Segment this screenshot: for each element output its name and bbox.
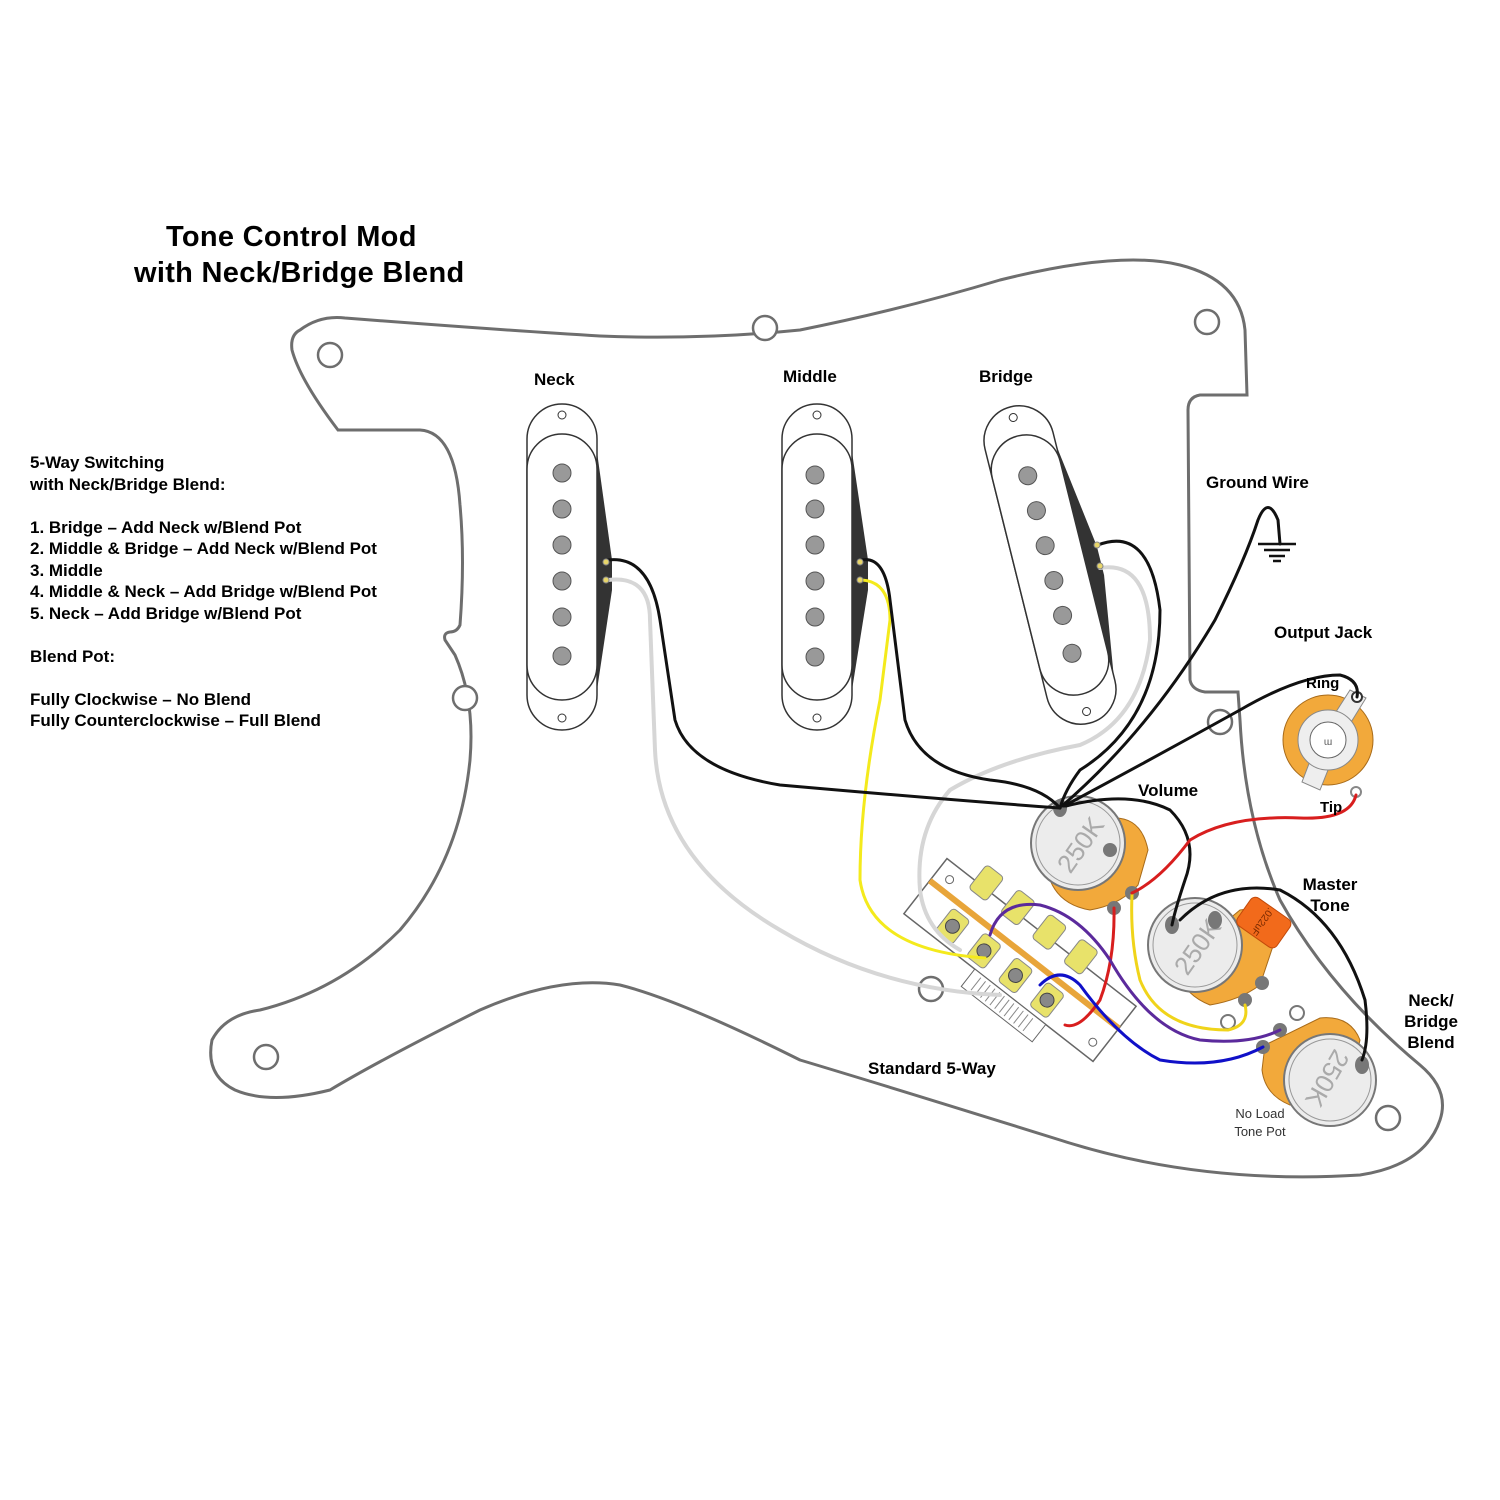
wire-purple: [988, 902, 1282, 1043]
screw-hole: [451, 684, 479, 712]
wire-ground: [1060, 506, 1282, 808]
diagram-title-line1: Tone Control Mod: [166, 221, 417, 253]
ground-symbol-icon: [1258, 542, 1296, 563]
volume-pot: 250K: [1030, 795, 1149, 915]
wire-red-switch: [1063, 906, 1116, 1028]
label-bridge-pickup: Bridge: [979, 367, 1033, 386]
pole-piece: [1062, 643, 1082, 663]
label-no-load-tone-pot: No Load Tone Pot: [1222, 1105, 1298, 1141]
pole-piece: [552, 535, 572, 555]
wire-blue: [1038, 973, 1265, 1065]
bridge-pickup: [983, 405, 1117, 725]
wire-neck-black: [606, 558, 1062, 810]
screw-hole: [1193, 308, 1221, 336]
solder-points: [602, 541, 1104, 584]
label-blend-line1: Neck/: [1408, 991, 1454, 1010]
label-tip: Tip: [1320, 799, 1343, 816]
wire-tip-red: [1130, 793, 1358, 895]
pole-piece: [805, 535, 825, 555]
pole-piece: [552, 607, 572, 627]
blend-rule: Fully Clockwise – No Blend: [30, 689, 252, 709]
wires: [606, 506, 1369, 1065]
pole-piece: [552, 463, 572, 483]
pole-piece: [805, 499, 825, 519]
pole-piece: [552, 499, 572, 519]
pole-piece: [805, 607, 825, 627]
diagram-title-line2: with Neck/Bridge Blend: [134, 257, 465, 289]
screw-hole: [1374, 1104, 1402, 1132]
label-master-tone: Master Tone: [1295, 874, 1365, 916]
label-ring: Ring: [1306, 675, 1340, 692]
wire-bridge-black: [1058, 539, 1162, 810]
pole-piece: [1053, 605, 1073, 625]
capacitor: .022uF: [1236, 896, 1292, 949]
pole-piece: [1044, 571, 1064, 591]
pole-piece: [805, 465, 825, 485]
switch-position: 3. Middle: [30, 560, 103, 580]
wire-yellow-tone: [1130, 893, 1248, 1032]
switching-notes: 5-Way Switching with Neck/Bridge Blend: …: [30, 452, 377, 732]
wire-ring: [1062, 673, 1359, 808]
label-middle-pickup: Middle: [783, 367, 837, 386]
screw-hole: [316, 341, 344, 369]
pole-piece: [552, 571, 572, 591]
pole-piece: [1026, 501, 1046, 521]
notes-heading: 5-Way Switching: [30, 453, 165, 472]
blend-heading: Blend Pot:: [30, 646, 115, 666]
label-master-tone-line1: Master: [1302, 875, 1358, 894]
wire-middle-black: [860, 558, 1062, 810]
no-load-line2: Tone Pot: [1234, 1124, 1286, 1139]
label-blend-line2: Bridge: [1404, 1012, 1458, 1031]
wire-tone-to-blend: [1178, 886, 1369, 1062]
five-way-switch: [902, 857, 1138, 1063]
label-master-tone-line2: Tone: [1310, 896, 1350, 915]
label-volume: Volume: [1138, 781, 1199, 800]
screw-hole: [751, 314, 779, 342]
screw-hole: [252, 1043, 280, 1071]
screw-holes: [252, 308, 1402, 1132]
switch-position: 2. Middle & Bridge – Add Neck w/Blend Po…: [30, 539, 377, 558]
svg-text:ɯ: ɯ: [1324, 737, 1332, 748]
neck-pickup: [526, 403, 612, 731]
switch-position: 5. Neck – Add Bridge w/Blend Pot: [30, 603, 302, 623]
pole-piece: [1035, 536, 1055, 556]
pole-piece: [1018, 466, 1038, 486]
label-switch: Standard 5-Way: [868, 1059, 996, 1078]
notes-subheading: with Neck/Bridge Blend:: [30, 474, 226, 494]
pole-piece: [805, 647, 825, 667]
wire-bridge-white: [917, 565, 1153, 952]
label-blend-line3: Blend: [1407, 1033, 1455, 1052]
output-jack: ɯ: [1282, 689, 1374, 798]
pole-piece: [805, 571, 825, 591]
pole-piece: [552, 646, 572, 666]
wire-neck-white: [606, 577, 1002, 997]
middle-pickup: [781, 403, 868, 731]
switch-position: 1. Bridge – Add Neck w/Blend Pot: [30, 517, 302, 537]
label-ground-wire: Ground Wire: [1206, 473, 1309, 492]
blend-pot: 250K: [1256, 1005, 1377, 1127]
wire-vol-to-tone: [1064, 797, 1192, 927]
switch-position: 4. Middle & Neck – Add Bridge w/Blend Po…: [30, 582, 377, 601]
label-blend-pot: Neck/ Bridge Blend: [1396, 990, 1466, 1053]
wire-middle-yellow: [858, 578, 987, 960]
label-output-jack: Output Jack: [1274, 623, 1373, 642]
no-load-line1: No Load: [1235, 1106, 1285, 1121]
label-neck-pickup: Neck: [534, 370, 575, 389]
blend-rule: Fully Counterclockwise – Full Blend: [30, 711, 321, 730]
